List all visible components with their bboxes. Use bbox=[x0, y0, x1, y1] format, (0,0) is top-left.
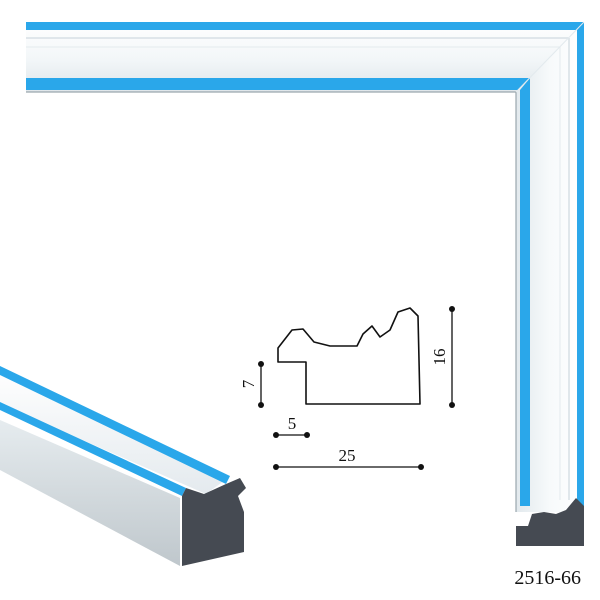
stick-cut-end bbox=[182, 478, 246, 566]
moulding-stick bbox=[0, 366, 246, 566]
dimension-height: 16 bbox=[430, 306, 455, 408]
profile-cross-section bbox=[277, 307, 421, 405]
top-rail-outer-blue-edge bbox=[26, 22, 584, 30]
stick-inner-blue-edge bbox=[0, 402, 186, 496]
height-value: 16 bbox=[430, 349, 449, 366]
dimension-rebate-depth: 7 bbox=[239, 361, 264, 408]
top-rail-face bbox=[26, 22, 584, 92]
rebate-depth-value: 7 bbox=[239, 379, 258, 388]
stick-outer-blue-edge bbox=[0, 366, 230, 484]
right-rail-cut-end bbox=[516, 498, 584, 546]
dimension-rebate-width: 5 bbox=[273, 414, 310, 438]
stick-side bbox=[0, 420, 180, 566]
rebate-width-value: 5 bbox=[288, 414, 297, 433]
right-rail-outer-blue-edge bbox=[577, 22, 584, 512]
right-rail-face bbox=[516, 22, 584, 512]
product-code: 2516-66 bbox=[514, 567, 581, 589]
right-rail-inner-blue-edge bbox=[520, 78, 530, 506]
frame-corner bbox=[26, 21, 585, 546]
top-rail-inner-blue-edge bbox=[26, 78, 530, 90]
width-value: 25 bbox=[339, 446, 356, 465]
dimension-width: 25 bbox=[273, 446, 424, 470]
